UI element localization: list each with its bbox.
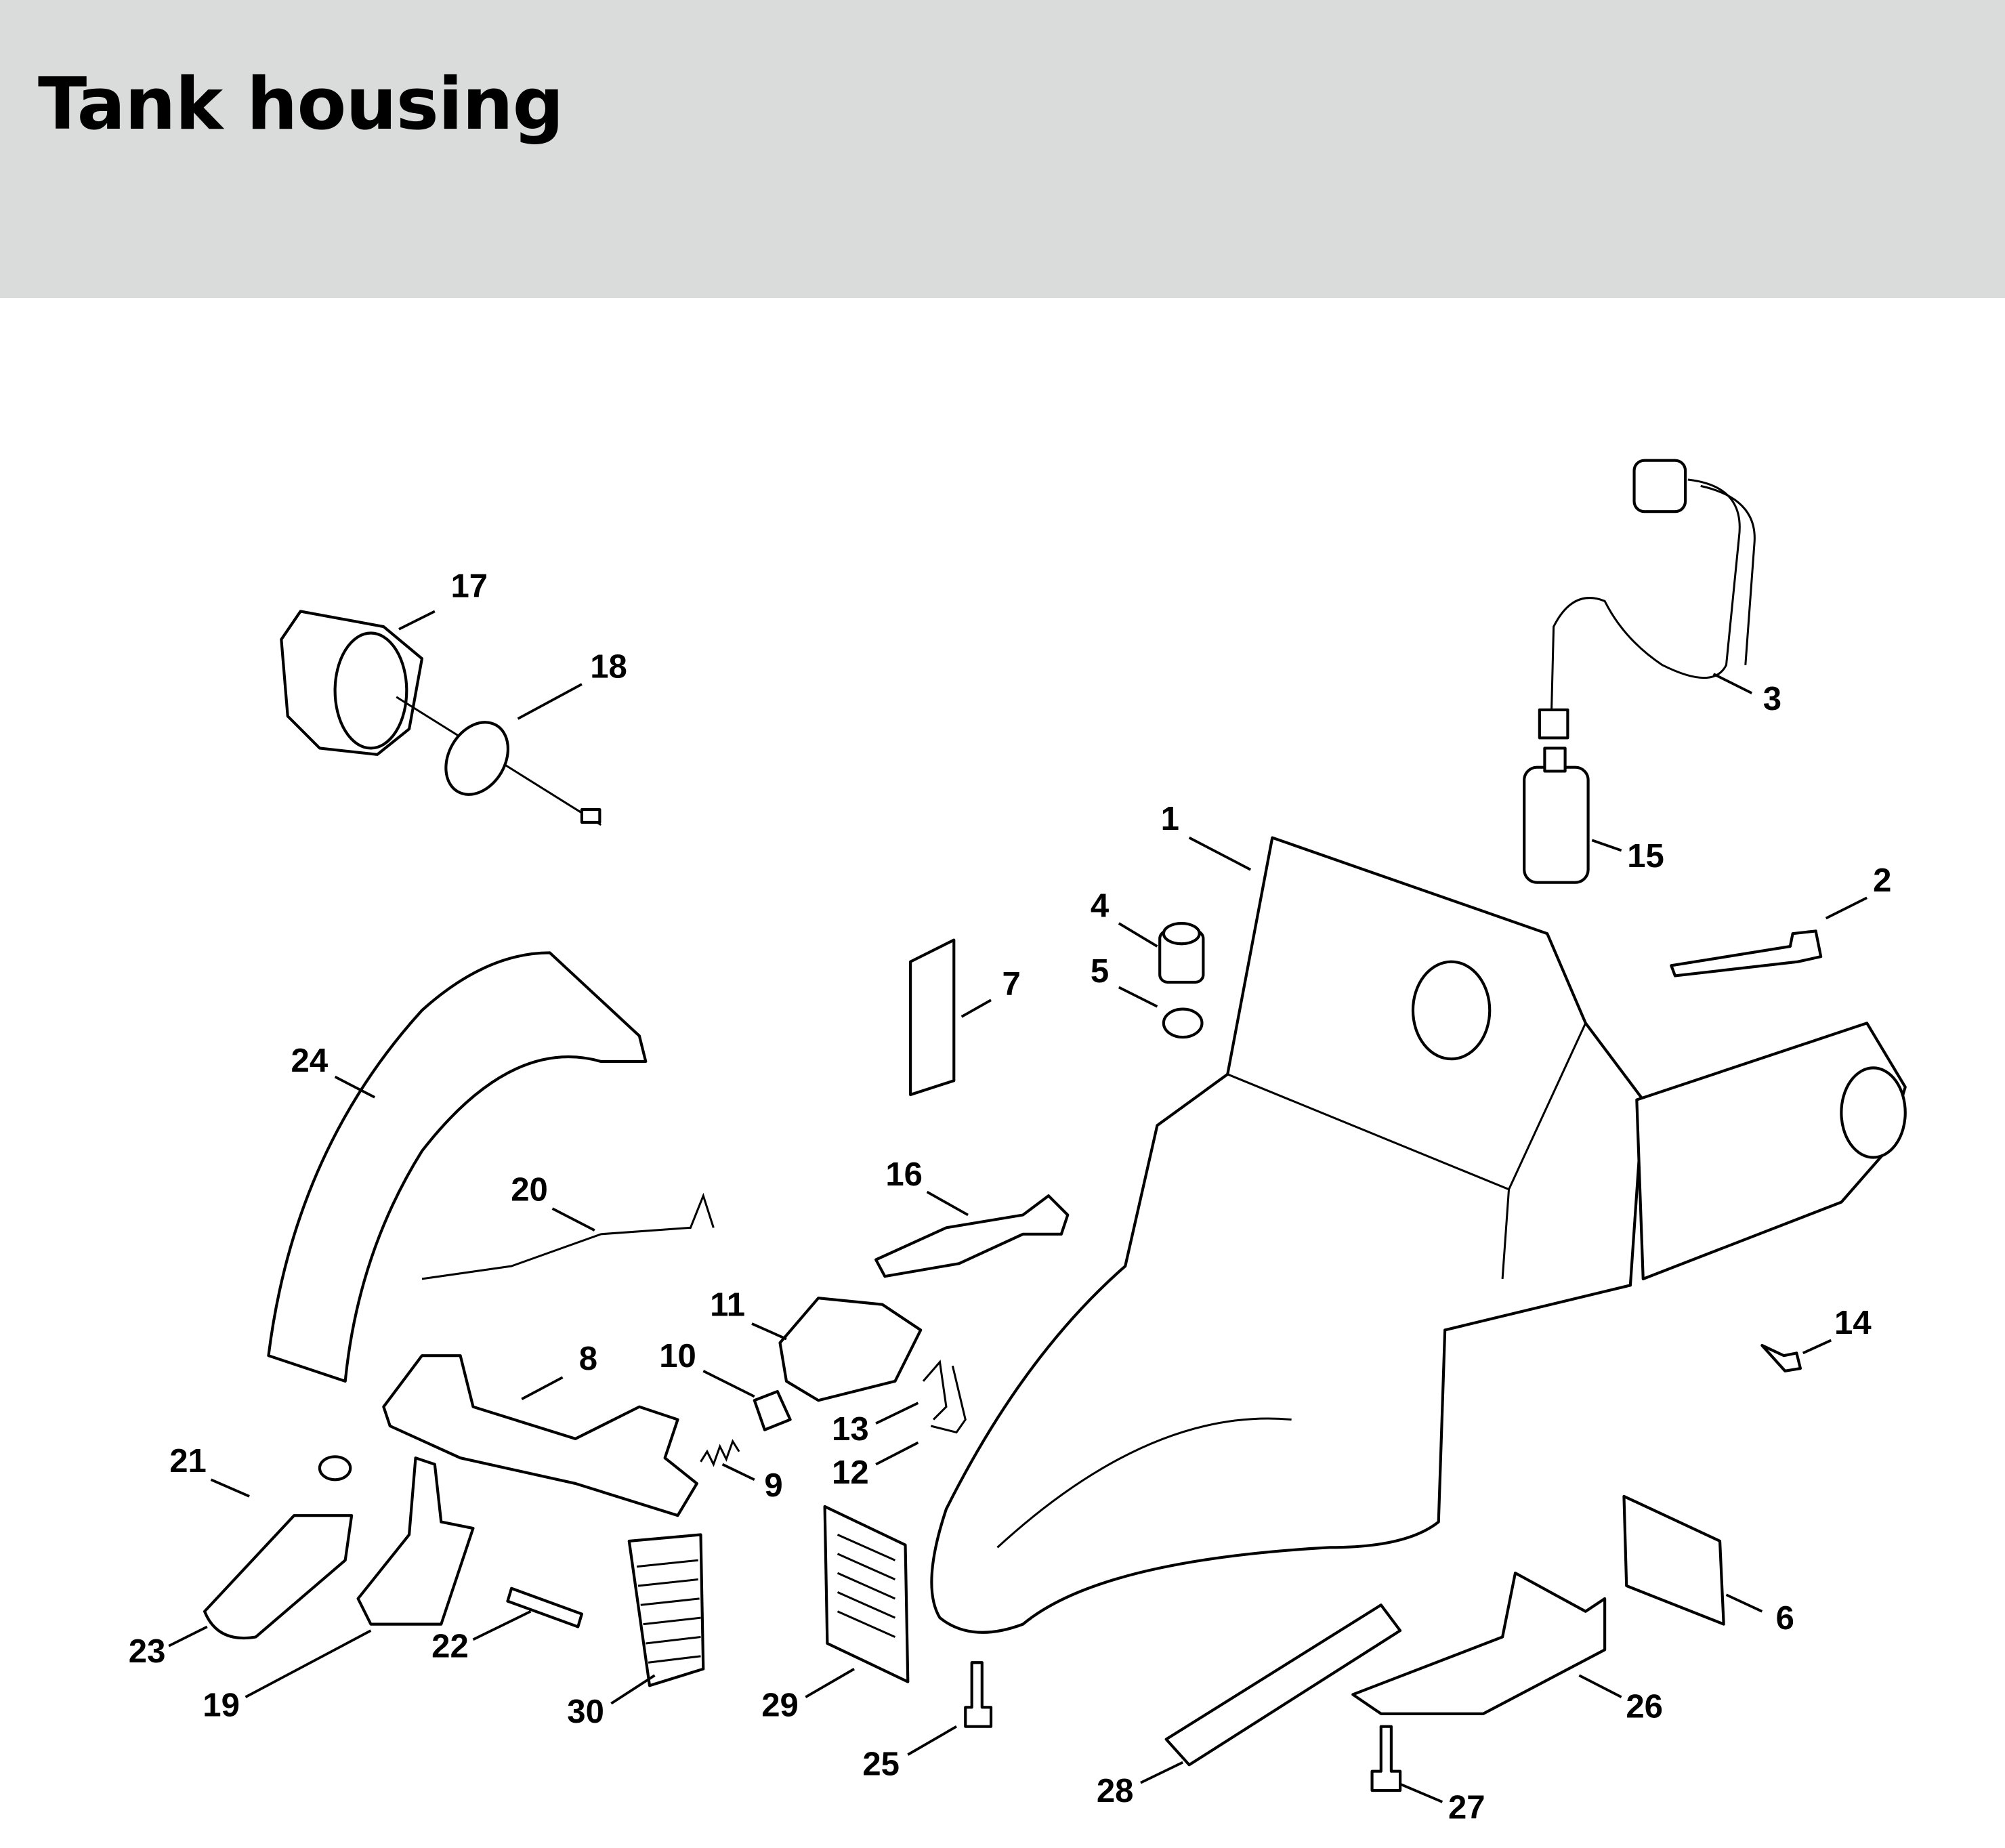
callout-30[interactable]: 30 [567,1694,604,1730]
part-25-screw [964,1661,993,1728]
leader-line-30 [610,1674,656,1705]
part-20-rod [421,1192,715,1280]
part-13-wire [922,1360,948,1421]
leader-line-21 [210,1478,250,1498]
callout-13[interactable]: 13 [832,1411,869,1448]
leader-line-8 [521,1376,564,1401]
leader-line-26 [1578,1674,1622,1698]
leader-line-24 [334,1075,375,1099]
part-17-pump [280,610,602,826]
callout-9[interactable]: 9 [764,1467,782,1504]
part-18-oring [444,721,509,796]
callout-10[interactable]: 10 [659,1338,696,1374]
leader-line-25 [907,1725,957,1756]
callout-20[interactable]: 20 [511,1172,548,1209]
part-29-label [823,1505,910,1683]
leader-line-20 [551,1207,595,1232]
part-15-fuel-filter [1523,747,1590,884]
leader-line-10 [702,1370,755,1398]
callout-24[interactable]: 24 [291,1043,329,1079]
leader-line-7 [961,999,992,1018]
part-23-trigger [203,1514,354,1640]
leader-line-16 [926,1190,969,1217]
callout-17[interactable]: 17 [451,568,488,605]
part-12-wire [930,1365,967,1434]
callout-23[interactable]: 23 [129,1633,166,1670]
callout-11[interactable]: 11 [710,1287,745,1324]
callout-22[interactable]: 22 [431,1629,469,1665]
leader-line-19 [245,1629,372,1698]
callout-16[interactable]: 16 [885,1156,923,1193]
callout-15[interactable]: 15 [1627,838,1664,875]
leader-line-27 [1399,1782,1443,1803]
part-10-block [753,1389,792,1431]
callout-3[interactable]: 3 [1763,681,1781,717]
part-14-screw [1760,1343,1802,1372]
part-16-oil-hose [874,1194,1070,1278]
callout-6[interactable]: 6 [1776,1600,1794,1637]
part-6-warning-label [1622,1494,1725,1626]
leader-line-18 [517,683,583,720]
callout-18[interactable]: 18 [590,649,627,686]
callout-19[interactable]: 19 [203,1687,240,1724]
leader-line-28 [1140,1761,1183,1784]
leader-line-11 [751,1322,787,1341]
part-21-spring [318,1455,352,1482]
leader-line-23 [168,1625,208,1647]
callout-2[interactable]: 2 [1873,862,1891,899]
leader-line-15 [1591,839,1622,852]
leader-line-6 [1725,1593,1763,1613]
leader-line-22 [472,1610,532,1641]
header-bar: Tank housing [0,0,2005,298]
callout-12[interactable]: 12 [832,1454,869,1491]
leader-line-13 [875,1402,919,1425]
page-title: Tank housing [38,62,564,146]
part-19-lockout [356,1456,475,1626]
callout-8[interactable]: 8 [579,1341,597,1377]
part-2-screw [1670,929,1823,978]
part-5-ring [1162,1007,1204,1039]
part-11-switch [778,1297,923,1402]
callout-1[interactable]: 1 [1161,801,1179,837]
leader-line-2 [1825,896,1867,920]
leader-line-17 [398,610,436,631]
leader-line-1 [1188,836,1252,871]
part-9-spring [700,1439,740,1467]
part-1-tank-housing [930,836,1907,1634]
callout-4[interactable]: 4 [1091,888,1110,925]
part-27-screw [1370,1725,1402,1792]
callout-5[interactable]: 5 [1091,953,1109,990]
callout-14[interactable]: 14 [1834,1305,1872,1341]
part-22-pin [506,1587,584,1629]
callout-28[interactable]: 28 [1097,1773,1134,1809]
part-24-handle-tube [267,951,648,1383]
part-26-bumper-plate [1351,1572,1607,1715]
callout-7[interactable]: 7 [1003,966,1021,1003]
leader-line-5 [1118,986,1158,1008]
callout-27[interactable]: 27 [1448,1790,1485,1826]
part-3-fuel-hose [1538,459,1756,740]
callout-29[interactable]: 29 [761,1687,799,1724]
part-28-rubber-strip [1164,1603,1402,1767]
callout-25[interactable]: 25 [862,1746,900,1782]
leader-line-9 [721,1463,755,1481]
part-4-valve [1158,921,1205,984]
part-30-grip-pad [627,1533,705,1687]
callout-26[interactable]: 26 [1626,1688,1663,1725]
leader-line-29 [805,1668,855,1698]
leader-line-12 [875,1441,919,1466]
leader-line-3 [1712,673,1753,694]
callout-21[interactable]: 21 [169,1443,207,1479]
part-7-label [909,938,956,1097]
leader-line-14 [1802,1339,1832,1355]
part-8-lever [382,1354,698,1517]
leader-line-4 [1118,922,1158,948]
